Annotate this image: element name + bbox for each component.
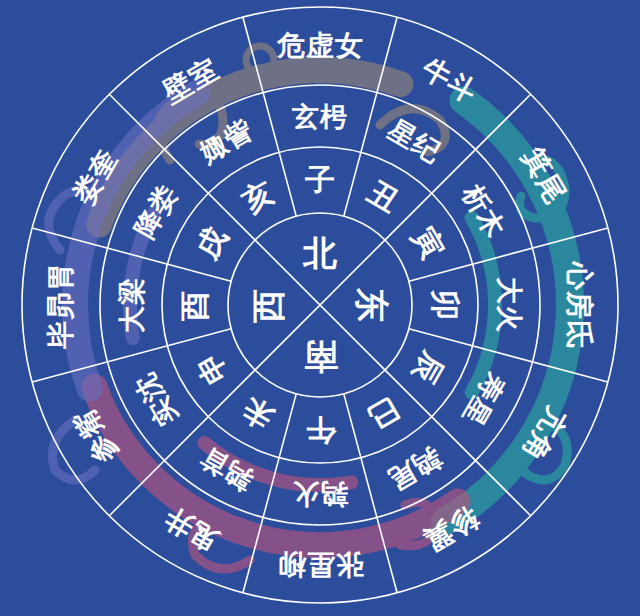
branch-label: 午 bbox=[305, 413, 336, 448]
station-label: 析木 bbox=[456, 179, 511, 243]
sector-cell: 酉 bbox=[180, 290, 210, 321]
sector-cell: 申 bbox=[191, 347, 232, 389]
sector-line bbox=[385, 94, 531, 240]
sector-cell: 午 bbox=[305, 415, 336, 445]
tiger-band bbox=[75, 93, 197, 389]
sector-cell: 西 bbox=[251, 288, 285, 323]
sector-cell: 实沈 bbox=[131, 369, 182, 431]
sector-cell: 大火 bbox=[496, 277, 523, 333]
branch-label: 卯 bbox=[428, 290, 463, 321]
branch-label: 申 bbox=[188, 346, 234, 390]
mansion-label: 张星柳 bbox=[277, 548, 364, 581]
ring-grid bbox=[22, 7, 618, 603]
sector-cell: 析木 bbox=[458, 180, 509, 242]
branch-label: 巳 bbox=[361, 391, 405, 437]
sector-cell: 毕昴胃 bbox=[47, 262, 75, 349]
station-label: 娵訾 bbox=[194, 114, 258, 169]
sector-cell: 张星柳 bbox=[277, 550, 364, 578]
sector-cell: 丑 bbox=[362, 176, 404, 217]
sector-cell: 亥 bbox=[237, 176, 279, 217]
station-label: 鹑火 bbox=[292, 479, 348, 510]
sector-cell: 大梁 bbox=[118, 277, 145, 333]
four-symbols bbox=[49, 46, 570, 569]
sector-cell: 箕尾 bbox=[518, 143, 571, 207]
sector-cell: 戌 bbox=[191, 222, 232, 264]
dragon-band bbox=[472, 218, 495, 393]
sector-cell: 鹑尾 bbox=[384, 443, 446, 494]
sector-cell: 巳 bbox=[362, 393, 404, 434]
sector-cell: 降娄 bbox=[131, 180, 182, 242]
branch-label: 子 bbox=[305, 162, 336, 197]
sector-line bbox=[109, 94, 255, 240]
center-ring bbox=[228, 213, 412, 397]
mansion-label: 毕昴胃 bbox=[44, 262, 77, 349]
branch-label: 辰 bbox=[406, 346, 452, 390]
station-label: 鹑尾 bbox=[383, 441, 447, 496]
sector-cell: 鹑火 bbox=[292, 481, 348, 508]
branch-label: 亥 bbox=[235, 173, 279, 219]
sector-cell: 子 bbox=[305, 165, 336, 195]
station-label: 大梁 bbox=[116, 277, 147, 333]
sector-cell: 未 bbox=[237, 393, 279, 434]
station-label: 寿星 bbox=[456, 368, 511, 432]
sector-cell: 卯 bbox=[430, 290, 460, 321]
sector-cell: 星纪 bbox=[384, 116, 446, 167]
sector-line bbox=[109, 370, 255, 516]
mansion-label: 心房氐 bbox=[563, 262, 596, 349]
direction-label: 东 bbox=[352, 288, 392, 323]
branch-label: 丑 bbox=[361, 173, 405, 219]
branch-label: 戌 bbox=[188, 220, 234, 264]
sector-cell: 危虚女 bbox=[277, 32, 364, 60]
sector-line bbox=[385, 370, 531, 516]
tortoise-curl bbox=[246, 46, 274, 74]
sector-cell: 娵訾 bbox=[195, 116, 257, 167]
station-ring bbox=[100, 85, 540, 525]
sector-cell: 寅 bbox=[408, 222, 449, 264]
branch-label: 酉 bbox=[177, 290, 212, 321]
sector-cell: 北 bbox=[303, 236, 338, 270]
outer-ring bbox=[22, 7, 618, 603]
station-label: 降娄 bbox=[129, 179, 184, 243]
sector-cell: 鹑首 bbox=[195, 443, 257, 494]
branch-label: 未 bbox=[235, 391, 279, 437]
sector-cell: 寿星 bbox=[458, 369, 509, 431]
station-label: 实沈 bbox=[129, 368, 184, 432]
mansion-label: 危虚女 bbox=[277, 29, 364, 62]
sector-cell: 玄枵 bbox=[292, 103, 348, 130]
station-label: 玄枵 bbox=[292, 101, 348, 132]
station-label: 大火 bbox=[494, 277, 525, 333]
sector-cell: 辰 bbox=[408, 347, 449, 389]
sector-cell: 南 bbox=[303, 340, 338, 374]
sector-cell: 牛斗 bbox=[417, 54, 481, 107]
branch-label: 寅 bbox=[406, 220, 452, 264]
sector-cell: 心房氐 bbox=[565, 262, 593, 349]
direction-label: 北 bbox=[303, 233, 338, 273]
direction-label: 西 bbox=[248, 288, 288, 323]
sector-cell: 东 bbox=[355, 288, 389, 323]
direction-label: 南 bbox=[303, 337, 338, 377]
